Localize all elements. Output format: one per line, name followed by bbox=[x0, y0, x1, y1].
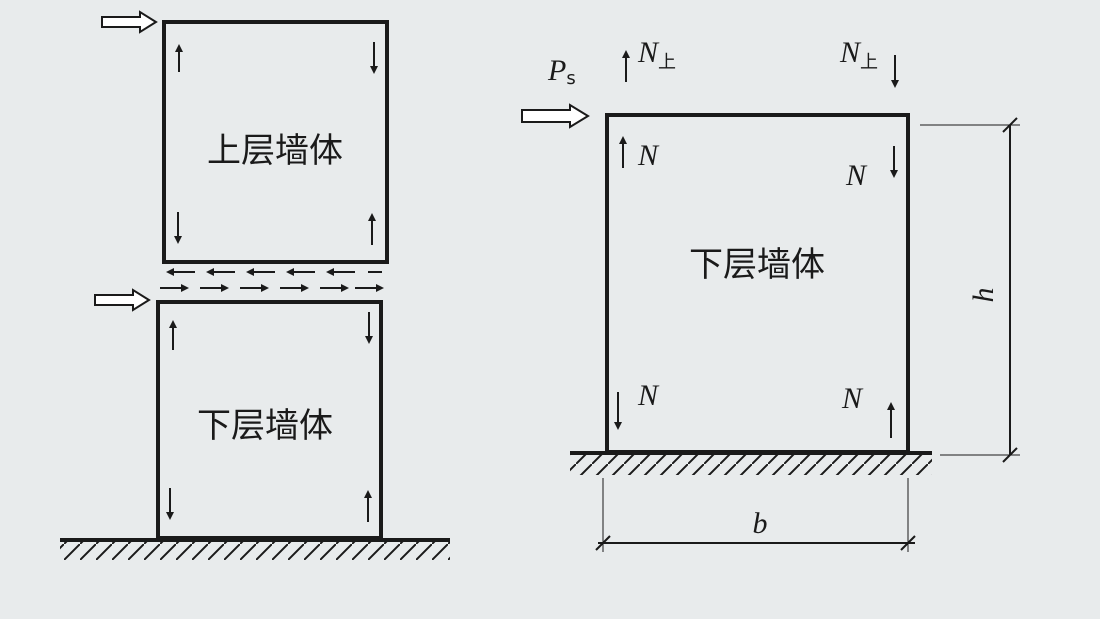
hollow-arrow-top bbox=[101, 10, 158, 34]
force-ps-label: Ps bbox=[547, 54, 576, 89]
upper-wall bbox=[162, 20, 389, 264]
n-top-left-label: N bbox=[637, 139, 660, 172]
n-upper-left-label: N上 bbox=[637, 36, 676, 73]
right-figure: Ps N上 N上 下层墙体 N N N N h bbox=[521, 36, 1020, 552]
n-top-right-label: N bbox=[845, 159, 868, 192]
ground-left bbox=[60, 538, 450, 560]
hollow-arrow-middle bbox=[94, 288, 151, 312]
n-bottom-left-label: N bbox=[637, 379, 660, 412]
n-bottom-right-label: N bbox=[841, 382, 864, 415]
lower-wall-label: 下层墙体 bbox=[197, 406, 333, 446]
wall-label: 下层墙体 bbox=[689, 245, 825, 285]
n-upper-right-label: N上 bbox=[839, 36, 878, 73]
left-figure: 上层墙体 下层墙体 bbox=[60, 10, 450, 560]
width-dimension: b bbox=[595, 478, 916, 552]
width-label: b bbox=[753, 507, 768, 540]
height-label: h bbox=[967, 288, 1000, 303]
hollow-arrow-ps bbox=[521, 103, 590, 129]
upper-wall-label: 上层墙体 bbox=[207, 131, 343, 171]
ground-right bbox=[570, 451, 932, 475]
height-dimension: h bbox=[920, 117, 1020, 463]
